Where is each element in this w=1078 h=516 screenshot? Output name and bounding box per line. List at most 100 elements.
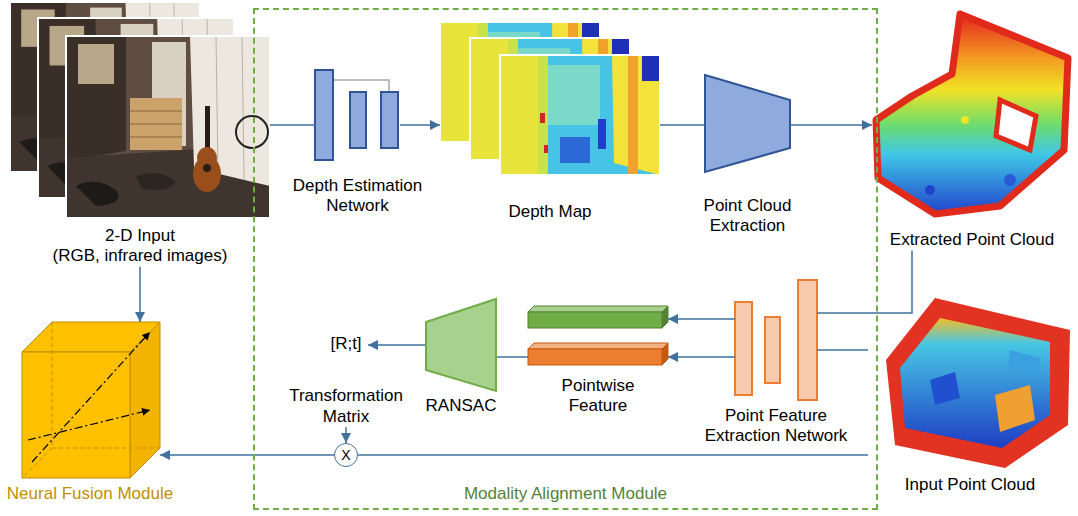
feature-bar [662, 343, 668, 365]
point-cloud-picture [886, 298, 1070, 468]
connector-arrow [817, 349, 868, 351]
fusion-cube-icon [130, 322, 160, 478]
connector-arrow [160, 454, 334, 456]
ransac-block: RANSAC [425, 298, 497, 416]
connector-arrow [660, 124, 705, 126]
graphic-area [868, 290, 1072, 470]
node-label: Point Feature Extraction Network [696, 406, 856, 447]
node-label: Pointwise Feature [558, 376, 638, 417]
node-label: Depth Estimation Network [290, 176, 425, 217]
node-label: Modality Alignment Module [464, 484, 667, 504]
point-cloud-picture [876, 14, 1068, 214]
depth-map-stack [500, 55, 660, 175]
fusion-cube-icon [22, 352, 130, 478]
graphic-area [425, 298, 497, 392]
feature-bar [528, 306, 668, 328]
encoder-icon [798, 280, 817, 400]
fusion-cube-icon [28, 410, 150, 440]
rgb-image-stack [10, 2, 270, 218]
connector-arrow [270, 124, 315, 126]
feature-bar [528, 343, 668, 349]
trapezoid-icon [705, 75, 790, 172]
point-cloud-picture [930, 372, 960, 405]
node-label: [R;t] [330, 334, 361, 354]
connector-arrow [817, 250, 912, 313]
point-cloud: Extracted Point Cloud [872, 10, 1072, 250]
fusion-cube: Neural Fusion Module [20, 322, 160, 504]
multiply-circle: X [334, 443, 358, 467]
encoder-icon [315, 70, 398, 160]
encoder-icon [765, 317, 780, 383]
encoder-icon [735, 302, 752, 395]
encoder-icon [381, 92, 398, 148]
module-group: Modality Alignment Module Depth Estimatio… [253, 8, 878, 510]
depth-map-stack [440, 22, 660, 175]
point-cloud-picture [900, 318, 1050, 448]
rgb-image-stack [66, 36, 270, 218]
node-label: Transformation Matrix [286, 386, 406, 427]
point-cloud-picture [1004, 174, 1016, 186]
encoder-icon [735, 280, 817, 400]
connector-arrow [368, 344, 425, 346]
feature-bars: Pointwise Feature [528, 306, 668, 417]
node-label: Depth Map [508, 202, 591, 222]
fusion-cube-icon [32, 332, 150, 462]
connector-arrow [790, 124, 872, 126]
point-cloud-picture [996, 100, 1036, 150]
fusion-cube-icon [22, 322, 160, 478]
connector-arrow [497, 356, 528, 358]
graphic-area [10, 2, 270, 218]
point-cloud-picture [961, 116, 969, 124]
graphic-area [440, 22, 660, 175]
trapezoid-icon [426, 299, 496, 391]
feature-bar [528, 349, 662, 365]
point-cloud-picture [995, 385, 1035, 432]
point-cloud-picture [886, 298, 1070, 468]
node-label: Point Cloud Extraction [698, 196, 798, 237]
rgb-image-stack [66, 36, 270, 218]
feature-bar [528, 312, 662, 328]
matrix-label: [R;t]Transformation Matrix [324, 334, 368, 427]
encoder-icon [333, 80, 389, 92]
network-block: Point Feature Extraction Network [735, 280, 817, 447]
trapezoid-icon [705, 75, 790, 172]
point-cloud-picture [876, 14, 1068, 214]
node-label: Extracted Point Cloud [890, 230, 1054, 250]
connector-group [140, 125, 912, 455]
point-cloud-picture [1008, 350, 1040, 375]
fusion-cube-icon [22, 322, 160, 478]
encoder-icon [315, 70, 333, 160]
node-label: Input Point Cloud [905, 475, 1035, 495]
node-label: 2-D Input [105, 226, 175, 246]
node-label: RANSAC [426, 396, 497, 416]
connector-arrow [668, 356, 735, 358]
feature-bar [662, 306, 668, 328]
graphic-area [20, 322, 160, 478]
graphic-area [528, 306, 668, 366]
extraction-block: Point Cloud Extraction [705, 75, 790, 237]
node-label: (RGB, infrared images) [53, 246, 228, 266]
feature-bar [528, 306, 668, 312]
point-cloud-picture [925, 185, 935, 195]
input-images: 2-D Input(RGB, infrared images) [10, 2, 270, 267]
point-cloud: Input Point Cloud [868, 290, 1072, 495]
point-cloud-picture [876, 14, 1068, 214]
depth-map: Depth Map [440, 22, 660, 222]
encoder-icon [350, 92, 366, 148]
depth-map-stack [500, 55, 660, 175]
connector-arrow [139, 267, 141, 322]
connector-arrow [668, 318, 735, 320]
connector-arrow [358, 454, 868, 456]
graphic-area [872, 10, 1072, 220]
graphic-area [705, 75, 790, 172]
connector-arrow [400, 124, 440, 126]
graphic-area [735, 280, 817, 400]
connector-arrow [345, 427, 347, 443]
node-label: Neural Fusion Module [7, 484, 173, 504]
trapezoid-icon [426, 299, 496, 391]
feature-bar [528, 343, 668, 365]
network-block: Depth Estimation Network [315, 70, 400, 217]
node-label: X [341, 448, 350, 462]
graphic-area [315, 70, 400, 160]
